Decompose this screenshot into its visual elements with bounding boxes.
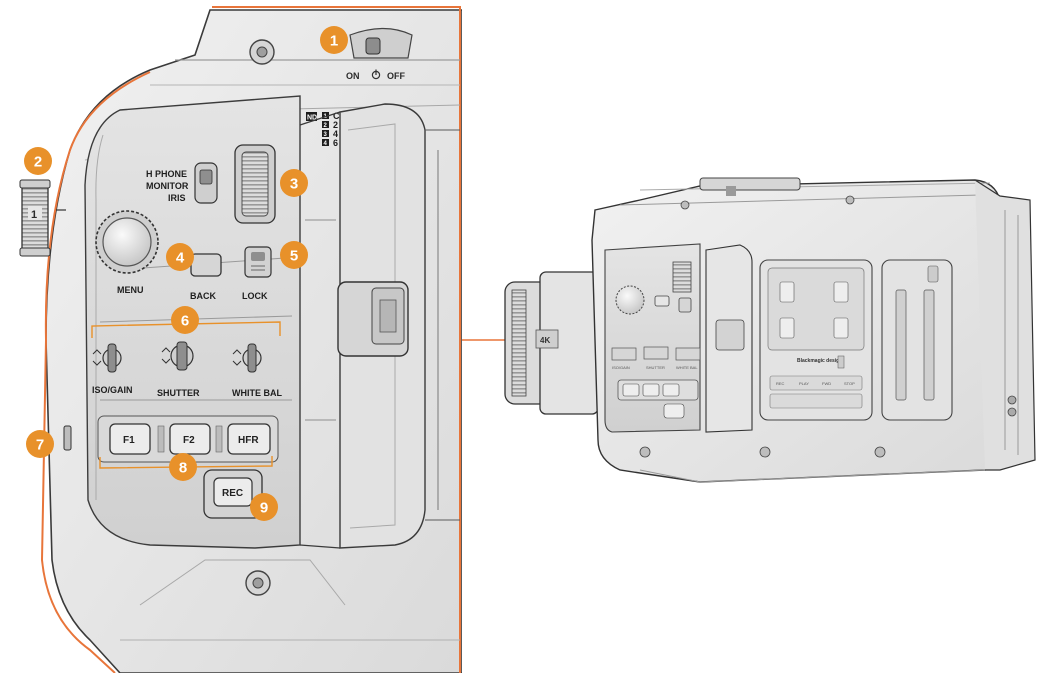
iso-gain-label: ISO/GAIN — [92, 385, 133, 395]
edge-tab[interactable] — [63, 425, 72, 451]
f1-button[interactable]: F1 — [109, 423, 151, 455]
hphone-label: H PHONE — [146, 169, 187, 179]
svg-text:4: 4 — [324, 141, 328, 147]
iris-label: IRIS — [168, 193, 186, 203]
rec-button[interactable]: REC — [203, 469, 263, 519]
callout-8: 8 — [169, 453, 197, 481]
hfr-button[interactable]: HFR — [227, 423, 271, 455]
svg-text:ND: ND — [307, 115, 317, 122]
back-label: BACK — [190, 291, 216, 301]
back-button[interactable] — [190, 253, 222, 277]
white-bal-label: WHITE BAL — [232, 388, 282, 398]
svg-text:WHITE BAL: WHITE BAL — [676, 365, 698, 370]
svg-text:3: 3 — [324, 132, 328, 138]
svg-text:F2: F2 — [183, 435, 195, 446]
svg-text:FWD: FWD — [822, 381, 831, 386]
callout-9: 9 — [250, 493, 278, 521]
power-switch[interactable] — [349, 27, 413, 59]
monitor-latch[interactable] — [337, 281, 409, 357]
svg-text:6: 6 — [181, 313, 189, 330]
body-edge-highlight — [40, 6, 461, 673]
callout-4: 4 — [166, 243, 194, 271]
power-off-label: OFF — [387, 71, 405, 81]
svg-text:REC: REC — [222, 488, 243, 499]
callout-2: 2 — [24, 147, 52, 175]
shutter-label: SHUTTER — [157, 388, 200, 398]
monitor-select-switch[interactable] — [194, 162, 218, 204]
callout-6: 6 — [171, 306, 199, 334]
svg-text:3: 3 — [290, 176, 298, 193]
svg-text:1: 1 — [31, 209, 37, 221]
menu-label: MENU — [117, 285, 144, 295]
menu-knob[interactable] — [95, 210, 159, 274]
svg-text:8: 8 — [179, 460, 187, 477]
svg-text:PLAY: PLAY — [799, 381, 809, 386]
brand-label: Blackmagic design — [797, 358, 842, 364]
callout-1: 1 — [320, 26, 348, 54]
svg-text:F1: F1 — [123, 435, 135, 446]
svg-text:2: 2 — [34, 154, 42, 171]
lens-4k-badge: 4K — [540, 336, 550, 345]
power-on-label: ON — [346, 71, 360, 81]
full-camera-view: 4K ISO/GAIN SHUTTER WHITE BAL — [504, 177, 1036, 483]
adjust-wheel[interactable] — [234, 144, 276, 224]
button-separator — [215, 425, 223, 453]
svg-text:HFR: HFR — [238, 435, 259, 446]
closeup-view: ON OFF ND 1 CLEAR 2 2 STOPS 3 4 STOPS 4 — [19, 6, 462, 673]
fold-out-monitor[interactable] — [299, 103, 426, 549]
svg-text:9: 9 — [260, 500, 268, 517]
svg-text:2: 2 — [324, 123, 328, 129]
svg-text:7: 7 — [36, 437, 44, 454]
lock-label: LOCK — [242, 291, 268, 301]
monitor-label: MONITOR — [146, 181, 189, 191]
svg-text:ISO/GAIN: ISO/GAIN — [612, 365, 630, 370]
media-slot-panel — [881, 259, 953, 421]
top-screw — [249, 39, 275, 65]
svg-text:5: 5 — [290, 248, 298, 265]
f2-button[interactable]: F2 — [169, 423, 211, 455]
side-handle[interactable]: 1 — [19, 179, 51, 257]
svg-text:REC: REC — [776, 381, 785, 386]
callout-3: 3 — [280, 169, 308, 197]
button-separator — [157, 425, 165, 453]
white-balance-switch[interactable] — [232, 343, 262, 373]
bottom-screw — [245, 570, 271, 596]
svg-text:STOP: STOP — [844, 381, 855, 386]
svg-text:4: 4 — [176, 250, 185, 267]
svg-text:1: 1 — [330, 33, 338, 50]
callout-5: 5 — [280, 241, 308, 269]
lock-switch[interactable] — [244, 246, 272, 278]
callout-7: 7 — [26, 430, 54, 458]
power-icon — [371, 69, 381, 80]
iso-gain-switch[interactable] — [92, 343, 122, 373]
shutter-switch[interactable] — [161, 341, 194, 371]
svg-text:SHUTTER: SHUTTER — [646, 365, 665, 370]
lens-mount: 4K — [504, 271, 599, 415]
top-handle-mount — [699, 177, 801, 191]
